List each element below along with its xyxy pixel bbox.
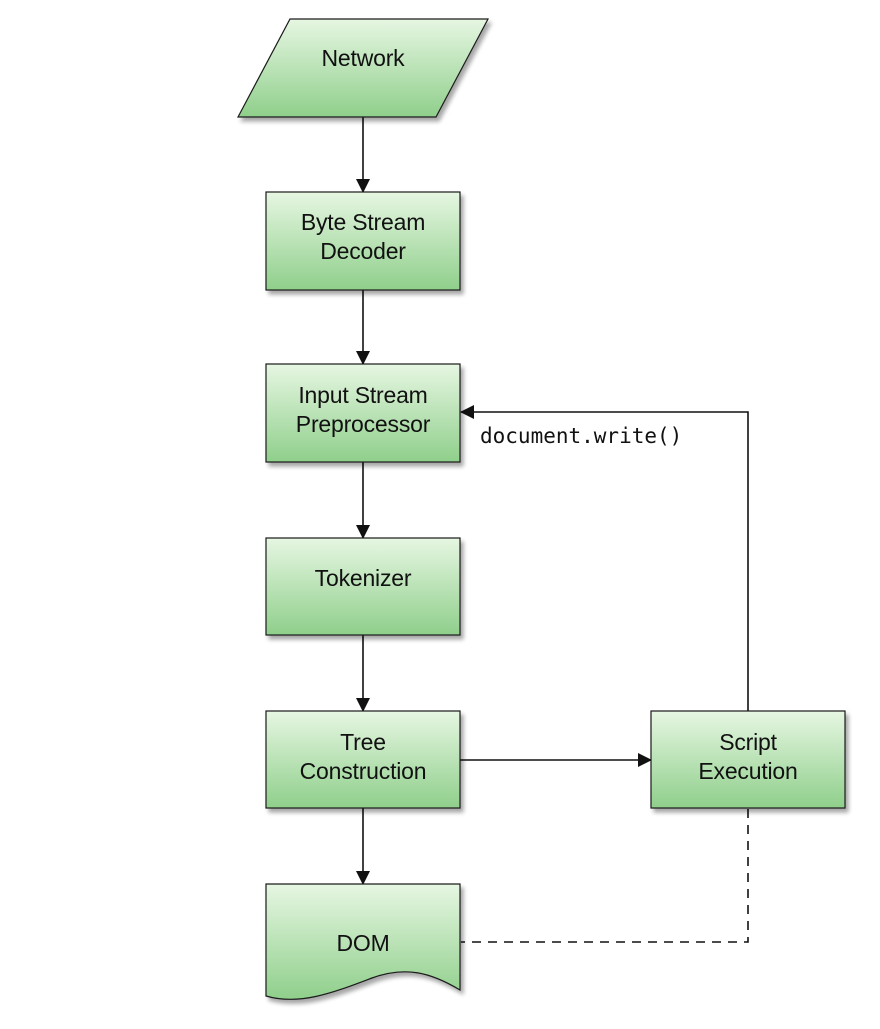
node-tokenizer-label: Tokenizer bbox=[315, 565, 412, 591]
node-byte-stream-decoder-label-line2: Decoder bbox=[320, 238, 406, 264]
node-input-stream-preprocessor-label-line1: Input Stream bbox=[298, 382, 427, 408]
edge-script-execution-to-dom-dashed bbox=[461, 809, 749, 943]
node-script-execution-label-line1: Script bbox=[719, 729, 777, 755]
node-network-label: Network bbox=[322, 45, 406, 71]
node-byte-stream-decoder: Byte Stream Decoder bbox=[265, 191, 461, 291]
node-script-execution-label-line2: Execution bbox=[698, 758, 797, 784]
document-write-label: document.write() bbox=[480, 424, 682, 448]
node-dom: DOM bbox=[265, 883, 461, 1000]
node-dom-label: DOM bbox=[336, 930, 389, 956]
node-input-stream-preprocessor: Input Stream Preprocessor bbox=[265, 363, 461, 463]
node-input-stream-preprocessor-label-line2: Preprocessor bbox=[296, 411, 431, 437]
node-tree-construction: Tree Construction bbox=[265, 710, 461, 809]
node-network: Network bbox=[237, 18, 489, 118]
node-tree-construction-label-line1: Tree bbox=[340, 729, 386, 755]
node-script-execution: Script Execution bbox=[650, 710, 846, 809]
edge-script-execution-to-input-stream-preprocessor bbox=[460, 405, 749, 711]
node-tree-construction-label-line2: Construction bbox=[300, 758, 427, 784]
edges bbox=[356, 117, 749, 943]
node-tokenizer: Tokenizer bbox=[265, 537, 461, 636]
node-byte-stream-decoder-label-line1: Byte Stream bbox=[301, 209, 425, 235]
